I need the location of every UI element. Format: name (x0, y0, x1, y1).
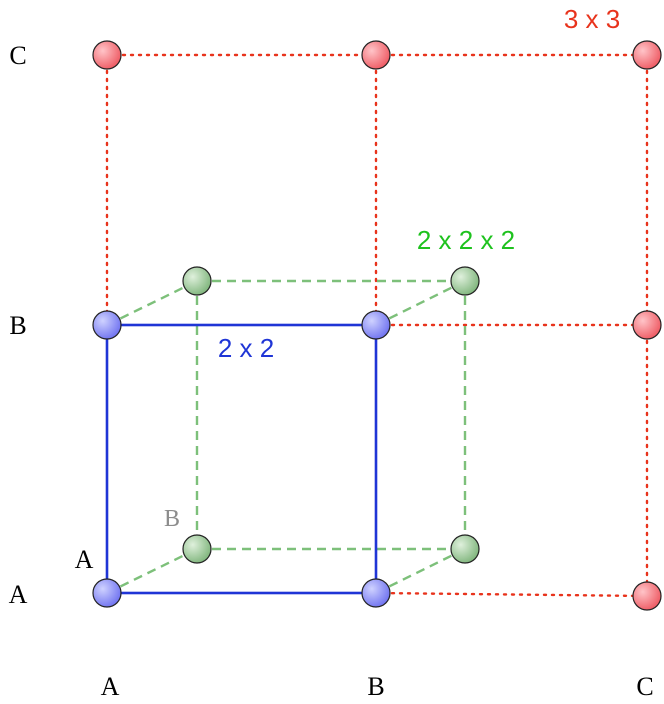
x-label-left: A (101, 672, 120, 701)
x-label-right: C (636, 672, 653, 701)
y-label-top: C (9, 41, 26, 70)
label-3x3: 3 x 3 (564, 4, 620, 34)
label-2x2: 2 x 2 (218, 333, 274, 363)
node-back-AA (182, 534, 212, 564)
node-AA (92, 578, 122, 608)
corner-label-b: B (164, 506, 180, 532)
node-AB (361, 578, 391, 608)
node-BC (632, 310, 662, 340)
cube-2x2x2 (106, 279, 467, 595)
y-label-middle: B (9, 311, 26, 340)
y-label-bottom: A (9, 580, 28, 609)
cube-edge (375, 279, 466, 327)
red-nodes (92, 40, 662, 611)
grid-2x2 (105, 323, 378, 595)
corner-label-a: A (75, 545, 94, 574)
label-2x2x2: 2 x 2 x 2 (417, 225, 515, 255)
blue-nodes (92, 310, 391, 608)
grid-line (374, 591, 649, 598)
node-back-BB (450, 266, 480, 296)
cube-edge (106, 547, 198, 595)
node-AC (632, 581, 662, 611)
cube-edge (375, 547, 466, 595)
node-CA (92, 40, 122, 70)
node-back-BA (182, 266, 212, 296)
x-label-middle: B (367, 672, 384, 701)
node-BB (361, 310, 391, 340)
cube-edge (106, 279, 198, 327)
node-CC (632, 40, 662, 70)
node-back-AB (450, 534, 480, 564)
node-CB (361, 40, 391, 70)
grid-3x3 (105, 53, 649, 598)
green-nodes (182, 266, 480, 564)
node-BA (92, 310, 122, 340)
